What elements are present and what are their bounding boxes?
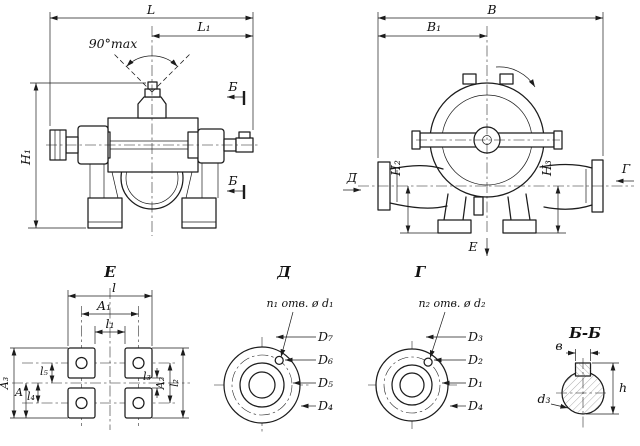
section-mark-bottom: Б: [227, 173, 237, 188]
bolt-hole: [75, 396, 88, 410]
dia-label-D4: D₄: [317, 398, 333, 413]
end-view: B B₁ H₂ H₃ Д Г Е: [343, 2, 634, 256]
dim-label-d3: d₃: [537, 391, 550, 406]
bolt-circle: [383, 356, 441, 414]
dim-label-L1: L₁: [196, 19, 210, 34]
side-view-dimensions: L L₁ 90°max Б Б H₁: [18, 2, 254, 229]
view-mark-D: Д: [346, 170, 358, 185]
bolt-hole: [274, 355, 284, 366]
dim-label-A2: A₂: [154, 377, 167, 390]
dim-label-l3: l₃: [143, 370, 151, 383]
foundation-dimensions: l A₁ l₁ l₃ A₂ l₂ A₃ A l₄: [0, 280, 189, 419]
dia-label-D5: D₅: [317, 375, 333, 390]
dim-label-H2: H₂: [388, 160, 403, 177]
bolt-hole: [423, 357, 433, 367]
dim-label-l2: l₂: [168, 379, 181, 387]
dim-label-key-width: в: [555, 338, 562, 353]
end-view-dimensions: B B₁ H₂ H₃ Д Г Е: [343, 2, 634, 256]
pump-side-outline: [49, 81, 254, 229]
foundation-view: Е l A₁ l₁: [0, 263, 190, 430]
dim-label-l4: l₄: [27, 390, 35, 403]
flange-outer-circle: [223, 346, 301, 424]
dim-label-B1: B₁: [426, 19, 441, 34]
dim-label-L: L: [146, 2, 155, 17]
dia-label-D1: D₁: [467, 375, 483, 390]
foundation-view-title: Е: [103, 263, 116, 281]
side-view: L L₁ 90°max Б Б H₁: [18, 2, 258, 236]
view-mark-G: Г: [621, 161, 631, 176]
dia-label-D6: D₆: [317, 352, 333, 367]
section-dimensions: в h d₃: [537, 338, 627, 415]
dia-label-D7: D₇: [317, 329, 333, 344]
dim-label-A3: A₃: [0, 377, 11, 390]
suction-flange-title: Д: [276, 263, 291, 281]
section-mark-top: Б: [227, 79, 237, 94]
dia-label-D2: D₂: [467, 352, 483, 367]
section-title: Б-Б: [568, 324, 601, 342]
suction-flange-view: Д n₁ отв. ø d₁ D₇ D₆ D₅ D₄: [214, 263, 334, 433]
dim-label-H1: H₁: [18, 149, 33, 166]
bolt-hole: [132, 396, 145, 410]
rotation-arrow: [495, 66, 536, 88]
angle-note: 90°max: [89, 36, 138, 51]
shaft-section-view: Б-Б в h d₃: [537, 324, 627, 430]
dim-label-A1: A₁: [96, 298, 111, 313]
bolt-hole: [132, 356, 145, 370]
discharge-flange-title: Г: [414, 263, 427, 281]
dim-label-h: h: [619, 380, 627, 395]
dim-label-B: B: [486, 2, 496, 17]
suction-flange-diameter-labels: D₇ D₆ D₅ D₄: [276, 329, 333, 413]
bolt-circle: [231, 354, 293, 416]
dim-label-A: A: [14, 386, 23, 399]
foundation-pads: [67, 347, 153, 419]
dia-label-D3: D₃: [467, 329, 483, 344]
bolt-hole: [75, 356, 88, 370]
discharge-flange-view: Г n₂ отв. ø d₂ D₃ D₂ D₁ D₄: [368, 263, 486, 429]
discharge-flange-diameter-labels: D₃ D₂ D₁ D₄: [426, 329, 483, 413]
view-mark-E: Е: [467, 239, 477, 254]
dim-label-H3: H₃: [539, 160, 554, 177]
dim-label-l5: l₅: [40, 365, 49, 378]
holes-note-d2: n₂ отв. ø d₂: [418, 297, 485, 310]
holes-note-d1: n₁ отв. ø d₁: [266, 297, 333, 310]
dim-label-l1: l₁: [105, 316, 114, 331]
pump-end-outline: [377, 66, 604, 234]
dia-label-D4b: D₄: [467, 398, 483, 413]
dim-label-l: l: [112, 280, 116, 295]
